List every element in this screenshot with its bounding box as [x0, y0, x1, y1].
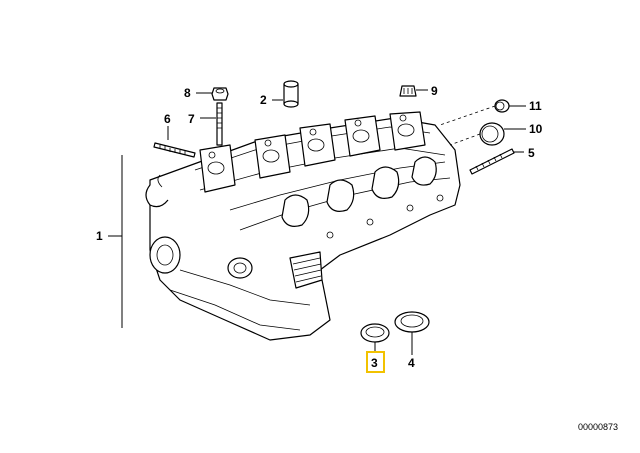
- sleeve-2: [283, 80, 299, 108]
- plug-11: [494, 99, 510, 113]
- callout-4: 4: [408, 356, 415, 370]
- seal-ring-3: [360, 323, 390, 343]
- gasket-ring-4: [394, 311, 430, 333]
- callout-7: 7: [188, 112, 195, 126]
- diagram-reference-number: 00000873: [578, 422, 618, 432]
- callout-3: 3: [371, 356, 378, 370]
- plug-10: [479, 122, 505, 146]
- callout-2: 2: [260, 93, 267, 107]
- leader-dash-10: [449, 133, 481, 146]
- callout-8: 8: [184, 86, 191, 100]
- callout-10: 10: [529, 122, 543, 136]
- nut-8: [211, 87, 229, 101]
- stud-5: [469, 148, 515, 175]
- callout-9: 9: [431, 84, 438, 98]
- callout-5: 5: [528, 146, 535, 160]
- callout-11: 11: [529, 99, 542, 113]
- callout-1: 1: [96, 229, 103, 243]
- leader-dash-11: [439, 105, 496, 126]
- stud-6: [153, 142, 196, 158]
- callout-6: 6: [164, 112, 171, 126]
- cylinder-head: [145, 111, 461, 341]
- cap-9: [399, 85, 417, 97]
- callout-3-highlight: [366, 351, 385, 373]
- stud-7: [216, 102, 223, 146]
